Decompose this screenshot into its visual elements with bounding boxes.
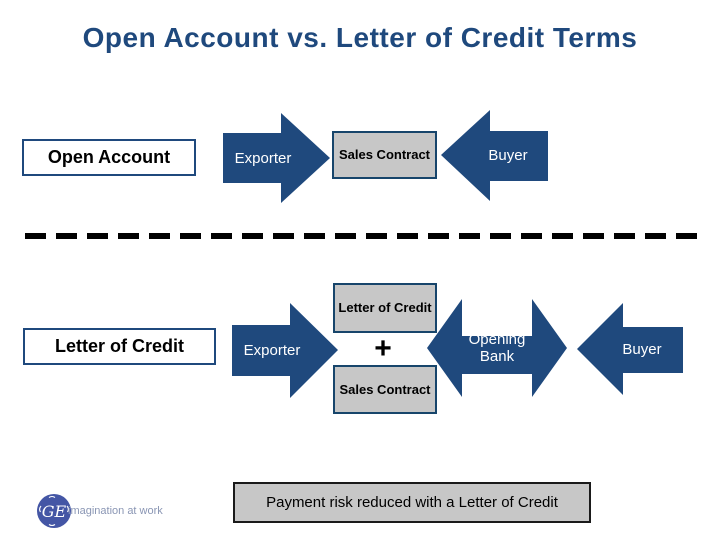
row2-buyer-label: Buyer — [622, 340, 662, 358]
row2-exporter-arrow: Exporter — [232, 303, 338, 398]
row1-exporter-arrow: Exporter — [223, 113, 330, 203]
row1-sales-contract-label: Sales Contract — [338, 147, 431, 162]
row1-buyer-label: Buyer — [488, 147, 528, 164]
svg-text:GE: GE — [42, 502, 67, 521]
double-arrow-icon — [427, 299, 567, 397]
row1-exporter-label: Exporter — [234, 149, 292, 167]
letter-of-credit-label-box: Letter of Credit — [23, 328, 216, 365]
opening-bank-arrow: Opening Bank — [427, 299, 567, 397]
plus-glyph: + — [374, 332, 392, 365]
row2-letter-of-credit-text: Letter of Credit — [338, 300, 432, 315]
ge-logo: GE — [36, 493, 72, 529]
caption-text: Payment risk reduced with a Letter of Cr… — [266, 494, 558, 511]
open-account-label: Open Account — [47, 147, 171, 167]
open-account-label-box: Open Account — [22, 139, 196, 176]
row2-letter-of-credit-box: Letter of Credit — [333, 283, 437, 333]
ge-tagline: imagination at work — [68, 505, 163, 517]
dashed-divider — [25, 233, 697, 239]
letter-of-credit-label: Letter of Credit — [54, 336, 184, 356]
page-title: Open Account vs. Letter of Credit Terms — [82, 22, 638, 53]
plus-sign: + — [333, 332, 433, 365]
arrow-right-icon — [223, 113, 330, 203]
row2-sales-contract-label: Sales Contract — [339, 381, 431, 397]
row2-buyer-arrow: Buyer — [577, 303, 683, 395]
row2-exporter-label: Exporter — [243, 342, 301, 359]
arrow-left-icon — [441, 110, 548, 201]
arrow-right-icon — [232, 303, 338, 398]
opening-bank-label: Opening Bank — [468, 331, 526, 365]
row1-buyer-arrow: Buyer — [441, 110, 548, 201]
caption-box: Payment risk reduced with a Letter of Cr… — [233, 482, 591, 523]
row1-sales-contract-box: Sales Contract — [332, 131, 437, 179]
row2-sales-contract-box: Sales Contract — [333, 365, 437, 414]
ge-monogram-icon: GE — [37, 494, 71, 528]
arrow-left-icon — [577, 303, 683, 395]
